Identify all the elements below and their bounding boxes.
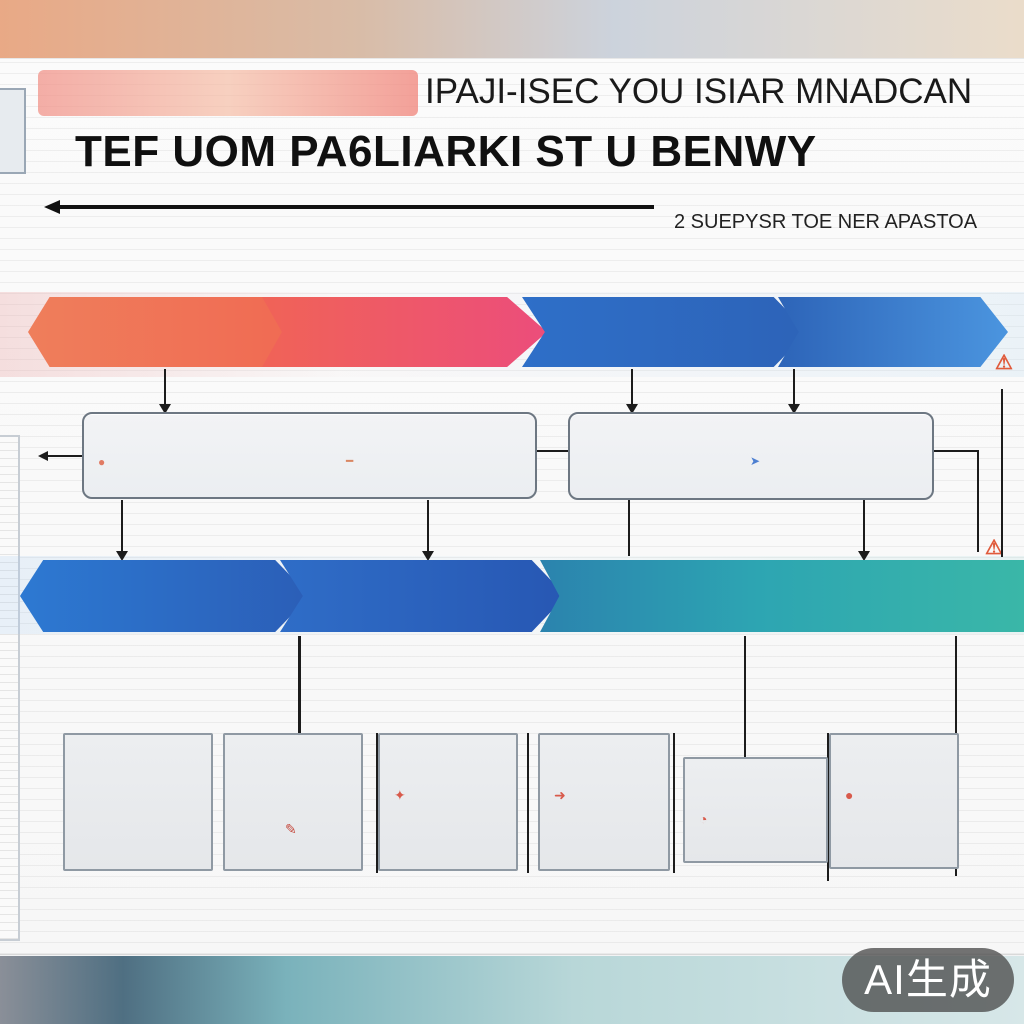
left-panel-dot-icon: ●	[98, 455, 106, 469]
lower-flow-step-1	[20, 560, 310, 632]
card-divider-line-3	[673, 733, 675, 873]
title-line-2: TEF UOM PA6LIARKI ST U BENWY	[75, 127, 817, 176]
left-info-panel-group-a	[93, 421, 309, 495]
header-arrow-icon	[44, 200, 654, 214]
card-connector-line-1	[298, 636, 301, 756]
header-arrow-head-icon	[44, 200, 60, 214]
card-divider-line-4	[827, 733, 829, 881]
left-info-panel-group-b	[310, 421, 526, 495]
card-divider-line-2	[527, 733, 529, 873]
top-flow-step-2	[262, 297, 547, 367]
card-4: ➜	[538, 733, 670, 871]
card-6-icon: ●	[845, 787, 854, 803]
card-5: ◔	[683, 757, 828, 863]
title-line-1: IPAJI-ISEC YOU ISIAR MNADCAN	[425, 72, 973, 111]
panel-right-vertical-line	[977, 450, 979, 552]
card-divider-line-1	[376, 733, 378, 873]
card-6: ●	[829, 733, 959, 869]
header-arrow-shaft	[58, 205, 654, 209]
left-top-rail	[0, 88, 26, 174]
lower-flow-step-3	[540, 560, 1024, 632]
connector-line-7	[858, 500, 870, 561]
top-flow-step-4	[778, 297, 1008, 367]
panel-right-branch-line	[932, 450, 978, 452]
top-right-warning-icon: ⚠	[995, 352, 1013, 374]
top-flow-step-1	[28, 297, 298, 367]
panel-left-join-line	[536, 450, 569, 452]
left-branch-arrow	[38, 451, 48, 461]
card-3: ✦	[378, 733, 518, 871]
card-1	[63, 733, 213, 871]
card-5-icon: ◔	[699, 811, 708, 827]
connector-line-5	[422, 500, 434, 561]
subtitle: 2 SUEPYSR TOE NER APASTOA	[674, 211, 978, 233]
card-connector-line-2	[744, 636, 746, 766]
top-flow-step-3	[522, 297, 808, 367]
connector-line-4	[116, 500, 128, 561]
left-info-panel: ● ━	[82, 412, 537, 499]
card-4-icon: ➜	[554, 787, 566, 803]
connector-line-3	[788, 369, 800, 414]
ai-generated-badge: AI生成	[842, 948, 1014, 1012]
connector-line-1	[159, 369, 171, 414]
lower-flow-step-2	[280, 560, 566, 632]
left-panel-dash-icon: ━	[346, 454, 354, 468]
card-2-icon: ✎	[285, 821, 297, 837]
card-3-icon: ✦	[394, 787, 406, 803]
right-panel-arrow-icon: ➤	[750, 454, 761, 468]
right-info-panel-group-a	[577, 421, 751, 495]
stylized-title-block	[38, 70, 418, 116]
connector-line-6	[628, 500, 630, 556]
top-decorative-band	[0, 0, 1024, 60]
right-info-panel: ➤	[568, 412, 934, 500]
mid-right-warning-icon: ⚠	[985, 537, 1003, 559]
left-branch-line	[44, 455, 82, 457]
right-info-panel-group-b	[751, 421, 925, 495]
card-2: ✎	[223, 733, 363, 871]
connector-line-2	[626, 369, 638, 414]
right-side-line-top	[1001, 389, 1003, 557]
left-side-rail	[0, 435, 20, 941]
